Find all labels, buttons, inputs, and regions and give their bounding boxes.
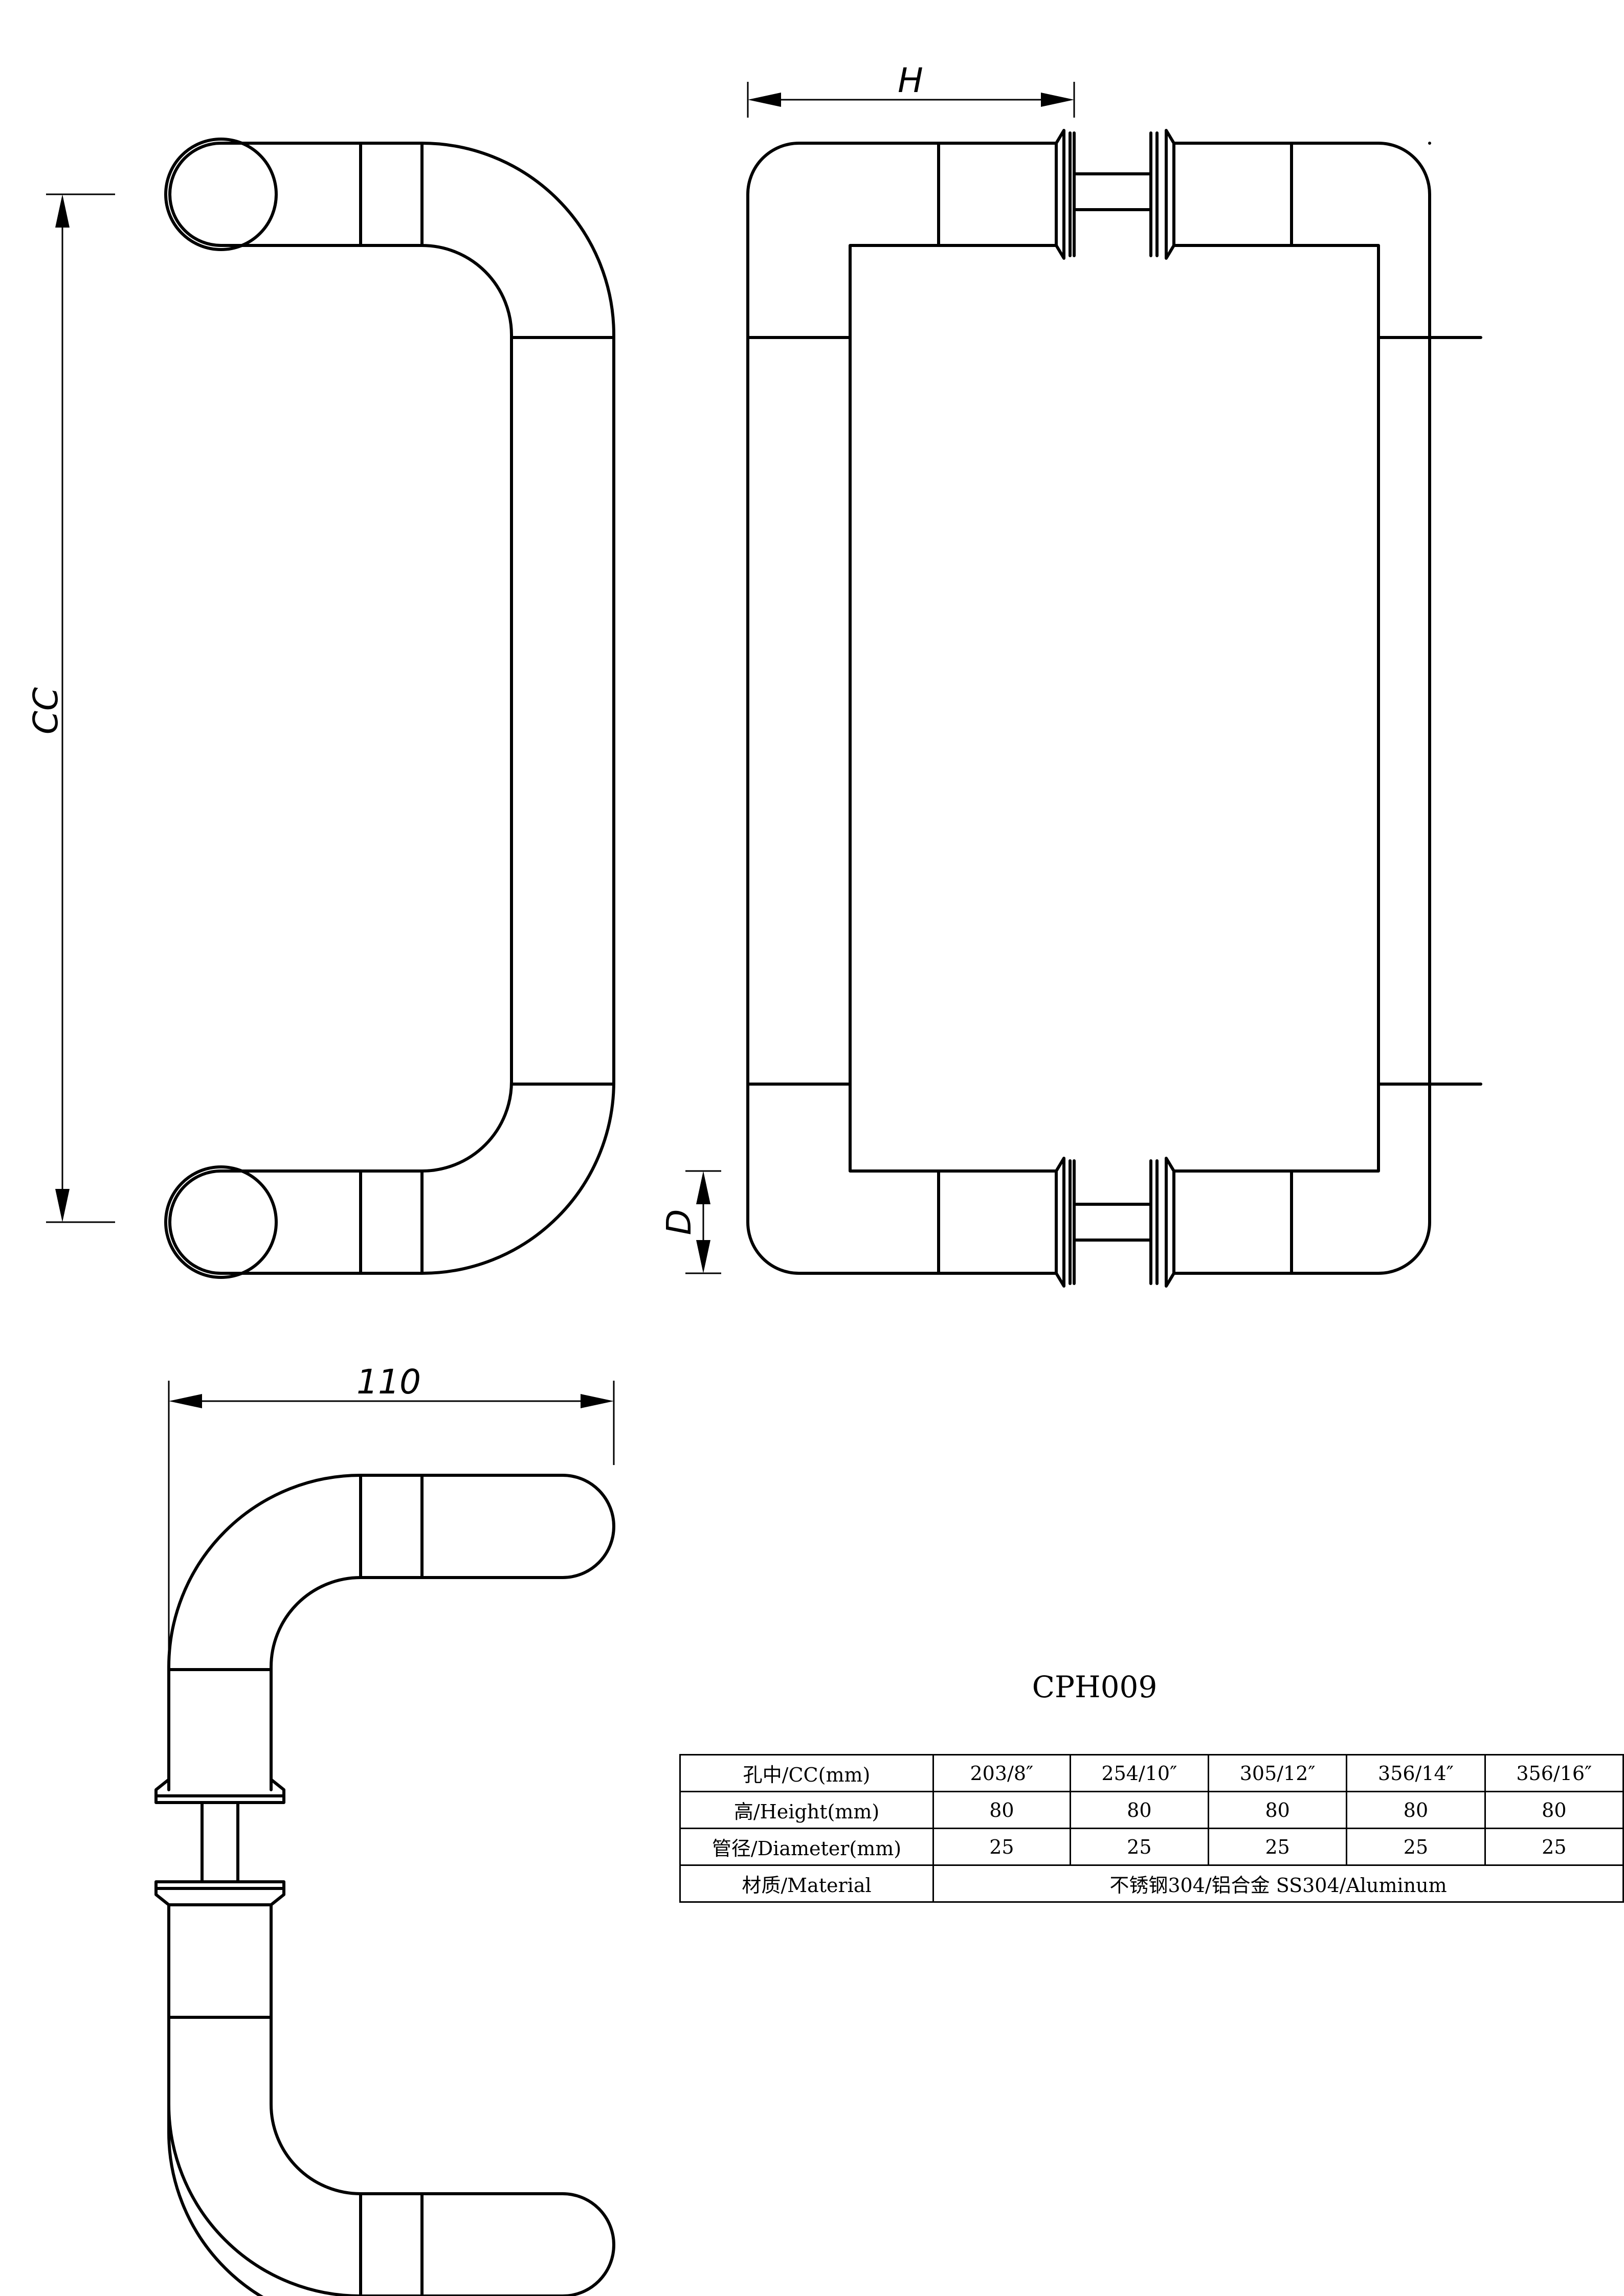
right-handle-outline xyxy=(1172,142,1431,1275)
bottom-rosette xyxy=(164,1165,278,1279)
table-cell: 25 xyxy=(1346,1828,1486,1866)
table-row: 高/Height(mm) 80 80 80 80 80 xyxy=(679,1791,1624,1829)
side-view: CC xyxy=(26,138,615,1279)
bottom-connector xyxy=(1055,1157,1175,1288)
top-view: 110 xyxy=(154,1362,615,2296)
top-connector xyxy=(1055,129,1175,260)
depth-label: 110 xyxy=(357,1362,421,1402)
top-rosette xyxy=(164,138,278,251)
cc-dimension: CC xyxy=(26,193,115,1223)
table-cell: 80 xyxy=(1484,1791,1624,1829)
row-label: 管径/Diameter(mm) xyxy=(679,1828,935,1866)
d-label: D xyxy=(659,1209,699,1235)
table-cell: 25 xyxy=(1484,1828,1624,1866)
row-label: 孔中/CC(mm) xyxy=(679,1754,935,1792)
row-label: 材质/Material xyxy=(679,1864,935,1903)
table-cell: 25 xyxy=(1208,1828,1348,1866)
upper-arm-outline xyxy=(167,1474,615,1791)
handle-outline xyxy=(168,142,615,1275)
d-dimension: D xyxy=(659,1170,721,1274)
table-row: 管径/Diameter(mm) 25 25 25 25 25 xyxy=(679,1828,1624,1866)
material-cell: 不锈钢304/铝合金 SS304/Aluminum xyxy=(932,1864,1624,1903)
table-cell: 80 xyxy=(932,1791,1071,1829)
spec-table: 孔中/CC(mm) 203/8″ 254/10″ 305/12″ 356/14″… xyxy=(679,1754,1624,1903)
table-cell: 80 xyxy=(1208,1791,1348,1829)
h-dimension: H xyxy=(747,61,1075,118)
table-cell: 203/8″ xyxy=(932,1754,1071,1792)
table-row: 孔中/CC(mm) 203/8″ 254/10″ 305/12″ 356/14″… xyxy=(679,1754,1624,1792)
depth-dimension: 110 xyxy=(168,1362,615,1657)
table-cell: 80 xyxy=(1069,1791,1210,1829)
table-cell: 25 xyxy=(932,1828,1071,1866)
left-handle-outline xyxy=(746,142,1058,1275)
table-row: 材质/Material 不锈钢304/铝合金 SS304/Aluminum xyxy=(679,1864,1624,1903)
lower-arm-outline xyxy=(167,1903,264,2296)
cc-label: CC xyxy=(26,687,65,734)
table-cell: 305/12″ xyxy=(1208,1754,1348,1792)
table-cell: 80 xyxy=(1346,1791,1486,1829)
table-cell: 25 xyxy=(1069,1828,1210,1866)
table-cell: 254/10″ xyxy=(1069,1754,1210,1792)
model-title: CPH009 xyxy=(1032,1670,1158,1704)
row-label: 高/Height(mm) xyxy=(679,1791,935,1829)
h-label: H xyxy=(898,61,923,100)
front-view: H D xyxy=(659,61,1482,1288)
table-cell: 356/16″ xyxy=(1484,1754,1624,1792)
table-cell: 356/14″ xyxy=(1346,1754,1486,1792)
